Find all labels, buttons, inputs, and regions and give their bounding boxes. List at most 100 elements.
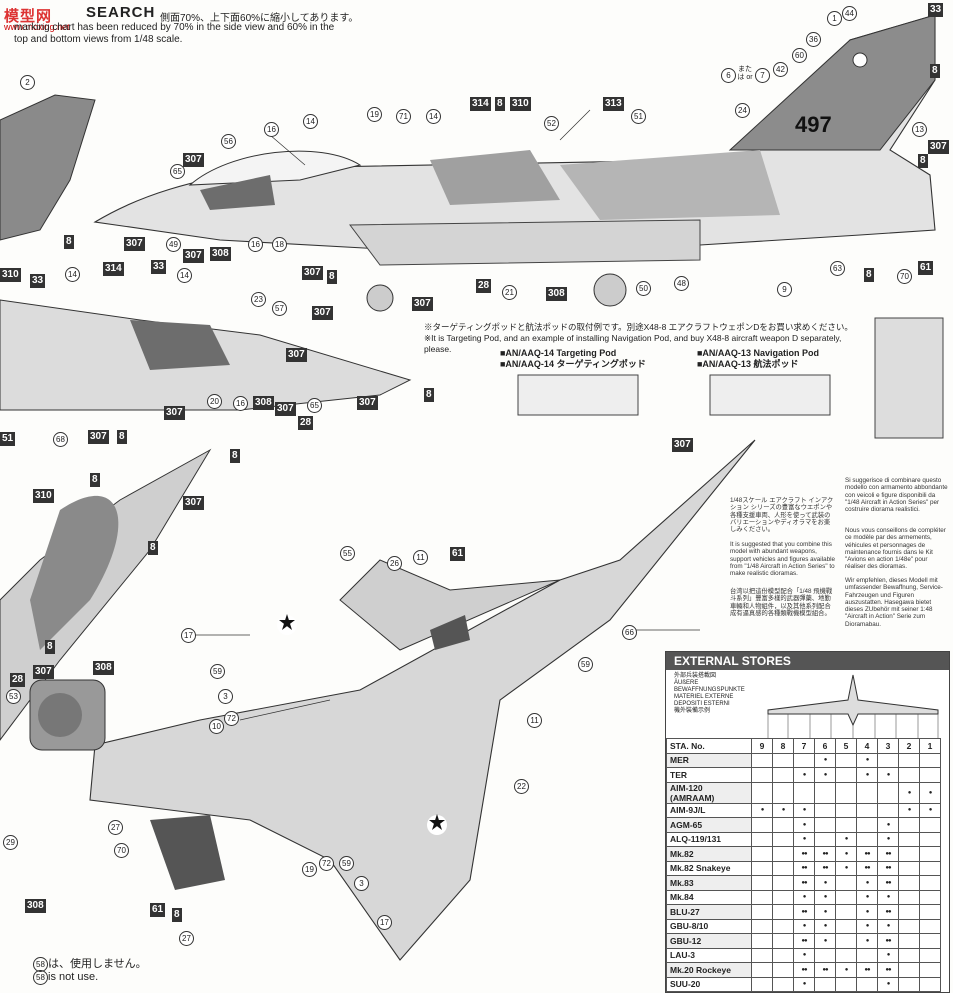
store-cell: ●● [877,860,899,876]
store-cell [772,846,794,862]
station-number: 9 [751,738,773,754]
callout-tag: 310 [510,97,531,111]
station-number: 1 [919,738,941,754]
part-number-callout: 11 [413,550,428,565]
store-cell: ● [835,962,857,978]
store-cell: ● [793,947,815,963]
store-cell: ● [898,781,920,804]
callout-tag: 28 [298,416,314,430]
store-cell [835,802,857,818]
part-number-callout: 14 [303,114,318,129]
store-cell: ●● [856,846,878,862]
part-number-callout: 7 [755,68,770,83]
part-number-callout: 36 [806,32,821,47]
station-number: 3 [877,738,899,754]
store-cell [856,817,878,833]
part-number-callout: 22 [514,779,529,794]
store-cell [772,781,794,804]
store-cell: ● [835,831,857,847]
store-cell [751,767,773,783]
targeting-pod-title-jp: ■AN/AAQ-14 ターゲティングポッド [500,359,646,369]
sta-label: STA. No. [666,738,752,754]
store-cell: ● [814,904,836,920]
store-cell [898,767,920,783]
store-cell [751,875,773,891]
diorama-note-en: It is suggested that you combine this mo… [730,541,836,578]
store-cell: ●● [814,860,836,876]
part-number-callout: 10 [209,719,224,734]
station-number: 2 [898,738,920,754]
store-cell: ● [793,767,815,783]
callout-tag: 51 [0,432,16,446]
scale-note-en-line1: marking chart has been reduced by 70% in… [14,22,335,33]
unused-text-en: is not use. [48,971,99,983]
callout-tag: 307 [183,496,204,510]
store-cell [919,767,941,783]
part-number-callout: 29 [3,835,18,850]
store-cell [835,947,857,963]
callout-tag: 307 [928,140,949,154]
or-text: または or [737,66,753,81]
callout-tag: 28 [10,673,26,687]
store-cell: ● [877,918,899,934]
part-number-callout: 16 [233,396,248,411]
callout-tag: 33 [928,3,944,17]
store-cell [898,976,920,992]
diorama-note-fr: Nous vous conseillons de compléter ce mo… [845,527,946,571]
store-cell: ●● [793,875,815,891]
table-row: Mk.84●●●● [666,889,941,905]
part-number-callout: 59 [210,664,225,679]
part-number-callout: 60 [792,48,807,63]
store-name: AGM-65 [666,817,752,833]
table-row: Mk.82 Snakeye●●●●●●●●● [666,860,941,876]
part-number-callout: 27 [108,820,123,835]
callout-tag: 28 [476,279,492,293]
store-cell [751,918,773,934]
callout-tag: 308 [546,287,567,301]
part-number-callout: 59 [578,657,593,672]
store-cell: ●● [856,860,878,876]
store-name: AIM-120 (AMRAAM) [666,781,752,804]
part-number-callout: 19 [302,862,317,877]
site-logo: 模型网 [4,8,53,25]
store-cell [877,752,899,768]
store-cell [835,933,857,949]
part-number-callout: 56 [221,134,236,149]
part-number-callout: 14 [177,268,192,283]
callout-tag: 33 [30,274,46,288]
part-number-callout: 65 [170,164,185,179]
diorama-note-it: Si suggerisce di combinare questo modell… [845,477,948,514]
callout-tag: 61 [150,903,166,917]
targeting-pod-drawing [517,374,639,416]
section-title: SEARCH [86,4,156,21]
store-cell [835,875,857,891]
store-cell: ● [814,875,836,891]
store-cell [772,767,794,783]
store-cell [835,889,857,905]
station-number: 8 [772,738,794,754]
part-number-callout: 2 [20,75,35,90]
station-number: 5 [835,738,857,754]
store-name: Mk.82 [666,846,752,862]
part-number-callout: 68 [53,432,68,447]
store-cell [772,962,794,978]
store-name: LAU-3 [666,947,752,963]
store-name: ALQ-119/131 [666,831,752,847]
store-name: Mk.82 Snakeye [666,860,752,876]
aircraft-front-diagram [767,674,939,738]
store-cell: ● [856,875,878,891]
table-row: ALQ-119/131●●● [666,831,941,847]
part-number-callout: 19 [367,107,382,122]
callout-tag: 8 [918,154,928,168]
store-cell: ● [814,889,836,905]
store-cell [814,947,836,963]
store-cell: ●● [877,933,899,949]
callout-tag: 307 [672,438,693,452]
store-name: Mk.20 Rockeye [666,962,752,978]
store-name: TER [666,767,752,783]
store-cell [835,918,857,934]
